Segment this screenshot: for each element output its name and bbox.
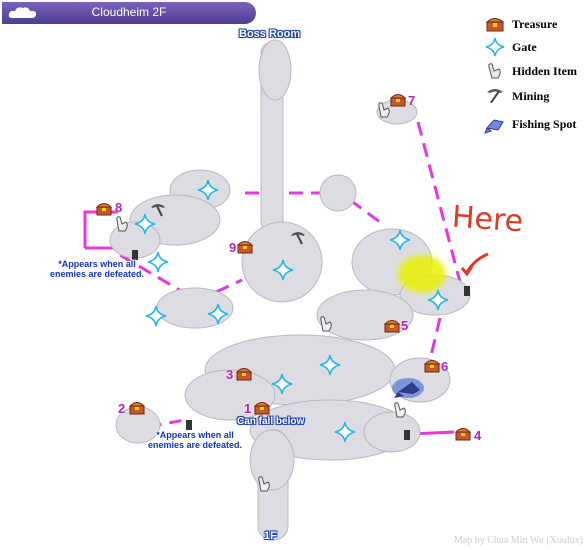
- hidden-item-icon: [394, 402, 406, 418]
- pickaxe-icon: [487, 89, 503, 104]
- hidden-item-icon: [258, 476, 270, 492]
- gate-icon: [147, 251, 169, 273]
- legend-label: Gate: [512, 40, 537, 54]
- treasure-number-3: 3: [226, 367, 234, 382]
- cloud: [184, 369, 276, 421]
- gate-icon: [197, 179, 219, 201]
- legend-label: Mining: [512, 89, 550, 103]
- fish-icon: [394, 382, 420, 398]
- treasure-chest-icon: [253, 402, 271, 415]
- floor-1f-label: 1F: [264, 530, 277, 542]
- mining-spots: [151, 204, 305, 245]
- treasure-number-2: 2: [118, 401, 126, 416]
- legend-label: Fishing Spot: [512, 117, 577, 131]
- note-line: enemies are defeated.: [147, 440, 243, 450]
- note-line: *Appears when all: [58, 259, 136, 269]
- annotation-arrowhead: [460, 265, 474, 277]
- treasure-number-9: 9: [229, 240, 237, 255]
- legend-label: Hidden Item: [512, 64, 578, 78]
- treasure-chest-icon: [235, 368, 253, 381]
- cloud: [319, 174, 357, 212]
- treasure-number-7: 7: [408, 93, 416, 108]
- route-line: [215, 278, 243, 294]
- route-line: [119, 253, 189, 297]
- cloud: [156, 287, 234, 329]
- torch-icon: [464, 286, 470, 296]
- fishing-spot: [392, 378, 424, 398]
- cloud: [363, 411, 421, 453]
- treasure-chests: [95, 94, 472, 441]
- route-line: [349, 198, 385, 227]
- treasure-chest-icon: [128, 402, 146, 415]
- here-annotation: Here: [450, 199, 525, 240]
- treasure-chest-icon: [423, 360, 441, 373]
- gates: [134, 179, 449, 443]
- fish-icon: [484, 119, 504, 134]
- gate-icon: [271, 373, 293, 395]
- gate-icon: [134, 213, 156, 235]
- route-line: [428, 317, 442, 361]
- pickaxe-icon: [291, 232, 305, 245]
- gate-icon: [485, 37, 505, 57]
- treasure-number-6: 6: [441, 359, 449, 374]
- treasure-chest-icon: [454, 428, 472, 441]
- route-line: [416, 121, 462, 283]
- treasure-chest-icon: [95, 203, 113, 216]
- enemy-note-lower: *Appears when all enemies are defeated.: [133, 430, 257, 450]
- gate-icon: [207, 303, 229, 325]
- enemy-note-upper: *Appears when all enemies are defeated.: [32, 259, 162, 279]
- hidden-item-icon: [488, 63, 501, 79]
- note-line: enemies are defeated.: [49, 269, 145, 279]
- gate-icon: [272, 259, 294, 281]
- map-credit: Map by Chua Min Wu (Xoulux): [453, 535, 583, 546]
- pickaxe-icon: [151, 204, 165, 217]
- cloud: [249, 429, 295, 491]
- title-bar: Cloudheim 2F: [2, 2, 256, 24]
- treasure-number-4: 4: [474, 428, 482, 443]
- hidden-item-icon: [116, 216, 128, 232]
- treasure-chest-icon: [236, 241, 254, 254]
- note-line: *Appears when all: [156, 430, 234, 440]
- torches: [132, 250, 470, 440]
- treasure-chest-icon: [485, 18, 505, 32]
- gate-icon: [427, 289, 449, 311]
- treasure-chest-icon: [383, 320, 401, 333]
- treasure-number-1: 1: [244, 401, 252, 416]
- cloud-logo-icon: [8, 7, 37, 18]
- treasure-number-5: 5: [401, 318, 409, 333]
- hidden-item-icon: [378, 102, 390, 118]
- treasure-chest-icon: [389, 94, 407, 107]
- gate-icon: [145, 305, 167, 327]
- cloud: [258, 39, 292, 101]
- gate-icon: [319, 354, 341, 376]
- boss-room-label: Boss Room: [239, 28, 301, 40]
- torch-icon: [404, 430, 410, 440]
- can-fall-label: Can fall below: [237, 416, 305, 427]
- hidden-item-icon: [320, 316, 332, 332]
- legend-label: Treasure: [512, 17, 558, 31]
- treasure-number-8: 8: [115, 200, 123, 215]
- hidden-items: [116, 102, 406, 492]
- torch-icon: [186, 420, 192, 430]
- page-title: Cloudheim 2F: [91, 5, 167, 19]
- gate-icon: [389, 229, 411, 251]
- gate-icon: [334, 421, 356, 443]
- torch-icon: [132, 250, 138, 260]
- highlight-spot: [398, 255, 446, 293]
